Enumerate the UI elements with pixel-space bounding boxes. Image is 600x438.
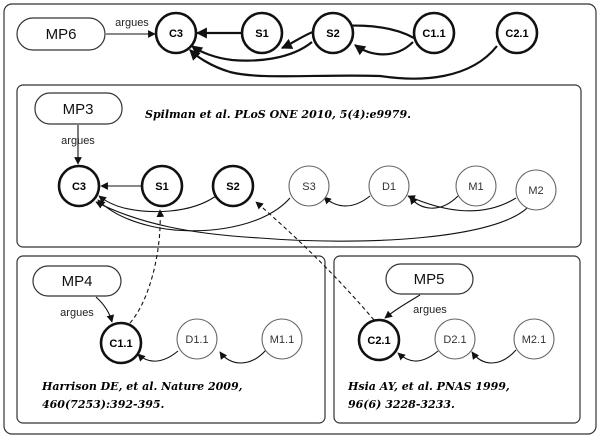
mp5-section: MP5 argues C2.1 D2.1 M2.1 Hsia AY, et al… — [333, 255, 581, 424]
mp4-node-c1-1 — [99, 321, 143, 365]
mp5-d21-c21-edge — [397, 350, 439, 362]
mp6-node-c2-1-label: C2.1 — [505, 28, 528, 40]
mp4-argues-label: argues — [60, 307, 94, 319]
mp5-node-d2-1-label: D2.1 — [443, 334, 466, 346]
mp3-node-s3 — [288, 165, 330, 207]
mp6-node-c2-1 — [495, 11, 539, 55]
c21-to-s2-dashed-edge — [255, 201, 375, 321]
mp4-node-c1-1-label: C1.1 — [109, 338, 132, 350]
mp6-c21-c3-edge — [189, 45, 498, 80]
mp3-node-s1 — [140, 164, 184, 208]
mp5-citation-line2: 96(6) 3228-3233. — [348, 398, 455, 411]
mp6-node-c3 — [154, 11, 198, 55]
mp5-m21-d21-edge — [471, 349, 517, 364]
mp3-node-d1 — [368, 165, 410, 207]
mp5-node-m2-1 — [513, 318, 555, 360]
mp3-node-s1-label: S1 — [155, 181, 168, 193]
mp5-citation-line1: Hsia AY, et al. PNAS 1999, — [347, 380, 510, 393]
mp3-m2-c3-edge — [95, 201, 531, 242]
mp3-node-c3 — [57, 164, 101, 208]
mp4-citation-line2: 460(7253):392-395. — [42, 398, 165, 411]
mp6-node-s2-label: S2 — [326, 28, 339, 40]
mp3-node-s3-label: S3 — [302, 181, 315, 193]
mp3-pill — [34, 92, 123, 125]
mp3-node-m2 — [515, 169, 557, 211]
mp3-node-m2-label: M2 — [528, 185, 543, 197]
mp6-c11-s2-edge — [354, 41, 414, 56]
mp6-node-s1 — [240, 11, 284, 55]
mp6-node-s2 — [311, 11, 355, 55]
mp4-section: MP4 argues C1.1 D1.1 M1.1 Harrison DE, e… — [16, 255, 326, 424]
mp4-node-d1-1-label: D1.1 — [185, 334, 208, 346]
mp4-m11-d11-edge — [219, 349, 267, 364]
mp3-node-c3-label: C3 — [72, 181, 86, 193]
mp4-node-d1-1 — [176, 318, 218, 360]
mp3-label: MP3 — [63, 101, 94, 118]
mp4-d11-c11-edge — [137, 350, 179, 362]
mp6-node-s1-label: S1 — [255, 28, 268, 40]
mp6-node-c1-1 — [412, 11, 456, 55]
mp3-m2-d1-edge — [407, 195, 517, 212]
mp4-node-m1-1-label: M1.1 — [270, 334, 294, 346]
mp3-d1-s3-edge — [323, 195, 371, 207]
mp5-node-d2-1 — [434, 318, 476, 360]
mp6-argues-label: argues — [115, 17, 149, 29]
mp3-node-m1-label: M1 — [468, 181, 483, 193]
mp3-s3-c3-edge — [97, 197, 291, 232]
mp4-citation-line1: Harrison DE, et al. Nature 2009, — [41, 380, 243, 393]
mp6-node-c3-label: C3 — [169, 28, 183, 40]
c11-to-s1-dashed-edge — [129, 209, 165, 324]
mp3-node-s2 — [211, 164, 255, 208]
mp3-citation: Spilman et al. PLoS ONE 2010, 5(4):e9979… — [145, 108, 411, 121]
mp5-pill — [385, 263, 474, 295]
mp6-pill — [16, 17, 106, 51]
mp4-argues-edge — [95, 296, 115, 323]
mp3-node-d1-label: D1 — [382, 181, 396, 193]
mp6-section: MP6 argues C3 S1 S2 C1.1 C2.1 — [16, 11, 539, 80]
mp5-node-c2-1-label: C2.1 — [367, 335, 390, 347]
mp6-label: MP6 — [46, 26, 77, 43]
mp5-node-m2-1-label: M2.1 — [522, 334, 546, 346]
mp5-label: MP5 — [414, 271, 445, 288]
mp5-node-c2-1 — [357, 318, 401, 362]
mp6-s2-c3-edge — [191, 41, 313, 62]
mp5-argues-label: argues — [413, 304, 447, 316]
mp5-argues-edge — [384, 294, 421, 319]
mp4-box — [16, 255, 326, 424]
mp4-pill — [32, 265, 122, 297]
mp3-node-s2-label: S2 — [226, 181, 239, 193]
mp4-node-m1-1 — [261, 318, 303, 360]
mp4-label: MP4 — [62, 273, 93, 290]
mp6-node-c1-1-label: C1.1 — [422, 28, 445, 40]
mp3-section: MP3 Spilman et al. PLoS ONE 2010, 5(4):e… — [16, 84, 582, 248]
mp3-node-m1 — [455, 165, 497, 207]
